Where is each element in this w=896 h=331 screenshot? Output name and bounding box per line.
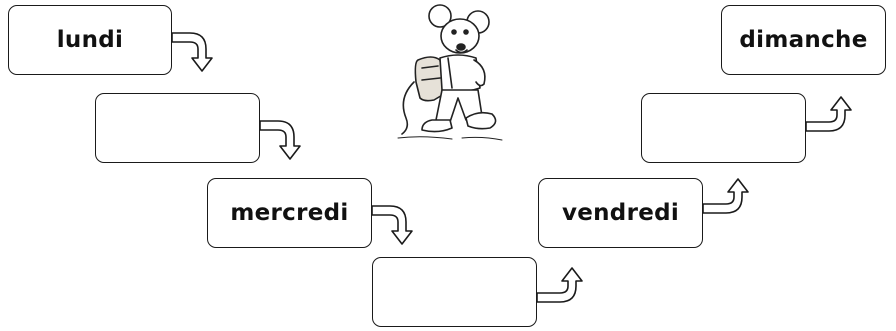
arrow-up-icon-1 bbox=[536, 267, 583, 303]
arrow-up-icon-3 bbox=[805, 96, 852, 132]
arrow-down-icon-1 bbox=[171, 32, 213, 72]
day-box-2[interactable] bbox=[95, 93, 260, 163]
day-box-3: mercredi bbox=[207, 178, 372, 248]
day-label-7: dimanche bbox=[739, 27, 868, 53]
mouse-with-backpack-walking-icon bbox=[397, 4, 503, 141]
day-label-3: mercredi bbox=[230, 200, 349, 226]
day-label-5: vendredi bbox=[561, 200, 680, 226]
day-box-1: lundi bbox=[8, 5, 172, 75]
day-box-4[interactable] bbox=[372, 257, 537, 327]
arrow-up-icon-2 bbox=[702, 178, 749, 214]
day-box-6[interactable] bbox=[641, 93, 806, 163]
day-box-7: dimanche bbox=[721, 5, 886, 75]
arrow-down-icon-2 bbox=[259, 120, 301, 160]
day-label-1: lundi bbox=[56, 27, 124, 53]
day-box-5: vendredi bbox=[538, 178, 703, 248]
arrow-down-icon-3 bbox=[371, 205, 413, 245]
